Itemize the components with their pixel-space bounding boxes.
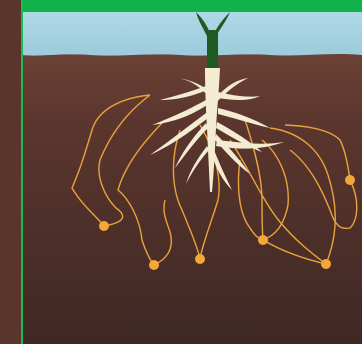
side-panel-edge	[21, 0, 23, 344]
network-node	[99, 221, 109, 231]
network-node	[345, 175, 355, 185]
network-node	[195, 254, 205, 264]
side-panel	[0, 0, 22, 344]
top-bar	[22, 0, 362, 12]
network-node	[258, 235, 268, 245]
stem	[207, 30, 218, 70]
network-node	[321, 259, 331, 269]
network-node	[149, 260, 159, 270]
